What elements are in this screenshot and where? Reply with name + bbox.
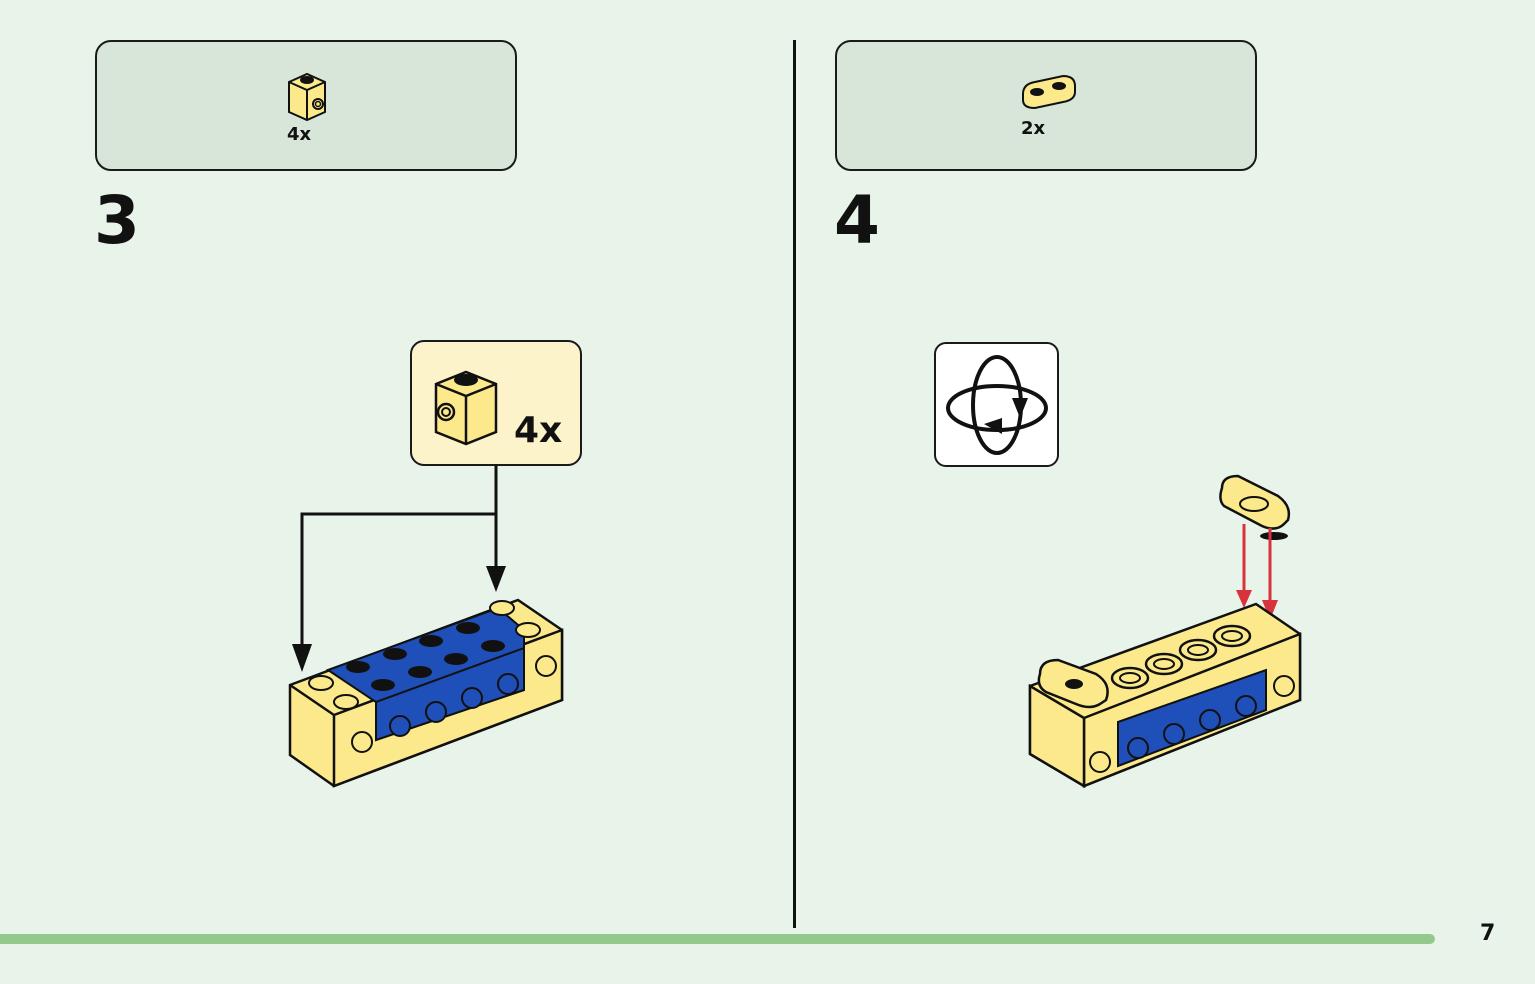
parts-list-step-4: 2x [835,40,1257,171]
footer-bar [0,934,1435,944]
placement-arrows [292,466,506,672]
brick-1x1-side-stud-icon [288,72,326,122]
parts-list-step-3: 4x [95,40,517,171]
callout-quantity: 4x [514,410,563,451]
model-step-4 [1028,474,1302,789]
part-quantity: 2x [1021,118,1046,139]
placement-arrows-red [1236,524,1278,620]
part-quantity: 4x [287,124,312,145]
falling-plate [1219,474,1291,540]
page-divider [793,40,796,928]
rotate-model-indicator [934,342,1059,467]
step-number-3: 3 [94,182,140,259]
model-step-3 [288,598,564,788]
plate-1x2-round-icon [1022,74,1076,110]
sub-assembly-callout: 4x [410,340,582,466]
rotate-model-icon [946,355,1048,455]
brick-1x1-side-stud-icon [434,370,498,446]
page-number: 7 [1480,921,1496,946]
step-number-4: 4 [834,182,880,259]
